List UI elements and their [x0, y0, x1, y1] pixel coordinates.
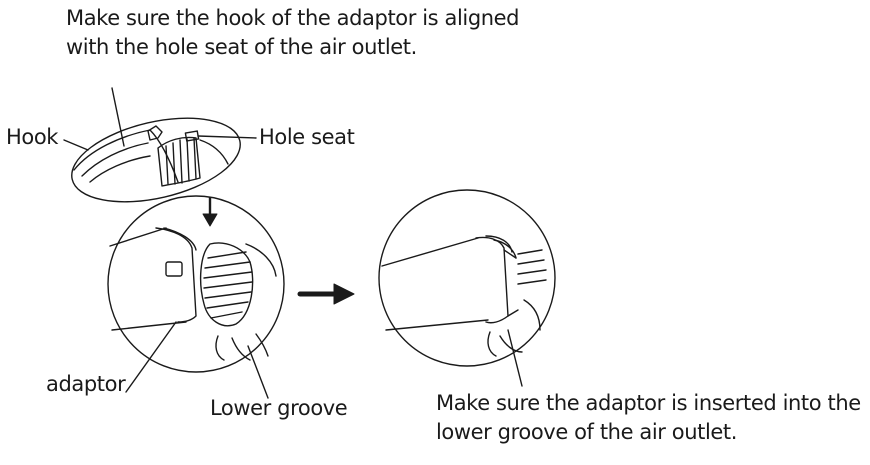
lower-groove-leader [247, 345, 269, 399]
right-arrow-icon [297, 283, 355, 305]
lower-groove-label: Lower groove [210, 396, 348, 420]
hole-seat-shape [184, 130, 200, 142]
hook-leader [63, 139, 89, 151]
hook-label: Hook [6, 125, 59, 149]
left-grille [199, 242, 254, 327]
top-instruction-line-2: with the hole seat of the air outlet. [66, 35, 417, 59]
left-circle-view [107, 195, 285, 373]
down-arrow-icon [202, 196, 218, 227]
top-instruction: Make sure the hook of the adaptor is ali… [66, 4, 520, 62]
adaptor-leader [125, 321, 177, 393]
bottom-instr-leader [507, 329, 523, 387]
top-instruction-line-1: Make sure the hook of the adaptor is ali… [66, 6, 520, 30]
bottom-instruction: Make sure the adaptor is inserted into t… [436, 389, 861, 447]
hole-seat-label: Hole seat [259, 125, 355, 149]
hook-shape [147, 125, 163, 141]
adaptor-label: adaptor [46, 372, 126, 396]
right-circle-view [378, 189, 556, 367]
top-instr-leader [111, 87, 125, 147]
right-grille [517, 249, 547, 285]
bottom-instruction-line-1: Make sure the adaptor is inserted into t… [436, 391, 861, 415]
detail-ellipse-view [71, 117, 241, 203]
hole-seat-leader [197, 135, 257, 139]
detail-grille [157, 136, 201, 187]
bottom-instruction-line-2: lower groove of the air outlet. [436, 420, 738, 444]
